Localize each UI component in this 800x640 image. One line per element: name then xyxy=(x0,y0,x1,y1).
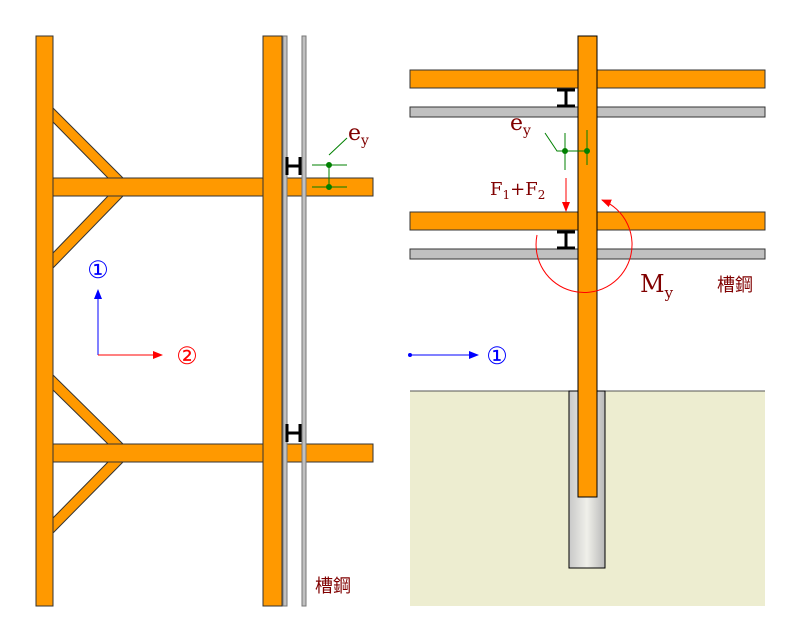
axis1-label-left: ① xyxy=(87,256,109,284)
column-post xyxy=(577,35,598,498)
channel-a xyxy=(282,35,288,607)
force-label: F1+F2 xyxy=(490,179,545,202)
h-sections-right xyxy=(557,88,575,250)
axis2-label: ② xyxy=(176,342,198,370)
column-right xyxy=(262,35,283,607)
column-left xyxy=(35,35,54,607)
moment-arc xyxy=(535,199,633,294)
moment-label: My xyxy=(640,270,674,302)
ecc-label-right: ey xyxy=(510,111,531,139)
beam-lower xyxy=(52,443,374,463)
braces xyxy=(52,106,125,535)
axis1-label-right: ① xyxy=(486,342,508,370)
h-section-upper xyxy=(285,157,302,175)
channel-label-left: 槽鋼 xyxy=(315,576,351,597)
eccentricity-right xyxy=(544,130,590,170)
h-section-lower xyxy=(285,424,302,442)
left-panel xyxy=(35,35,374,607)
channel-label-right: 槽鋼 xyxy=(717,275,753,296)
ecc-label-left: ey xyxy=(348,121,369,149)
right-panel xyxy=(409,35,766,606)
eccentricity-left xyxy=(312,137,348,190)
channel-b xyxy=(301,35,307,607)
